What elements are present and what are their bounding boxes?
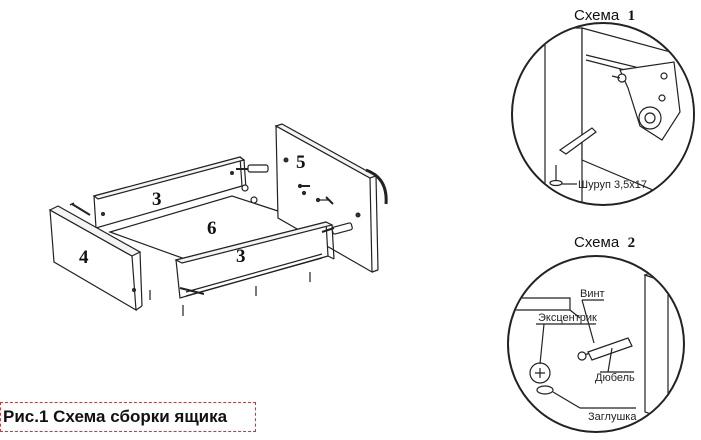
label-part-6: 6 xyxy=(207,218,217,239)
scheme-2-callout-screw: Винт xyxy=(580,288,605,300)
label-part-3-back: 3 xyxy=(152,189,162,210)
panel-5-right xyxy=(274,123,379,274)
scheme-2-callout-dowel: Дюбель xyxy=(595,372,635,384)
rotation-arrow xyxy=(365,168,388,205)
scheme-1-title: Схема 1 xyxy=(574,7,635,24)
drawer-exploded-view: 3 6 3 4 5 xyxy=(48,123,388,316)
figure-caption: Рис.1 Схема сборки ящика xyxy=(0,402,256,432)
scheme-2-title: Схема 2 xyxy=(574,234,635,251)
scheme-2-callout-eccentric: Эксцентрик xyxy=(538,312,597,324)
panel-3-front xyxy=(174,221,335,299)
label-part-4: 4 xyxy=(79,247,89,268)
scheme-1-callout-screw: Шуруп 3,5х17 xyxy=(578,179,647,191)
scheme-1: Схема 1 Шуруп 3,5х17 xyxy=(511,7,695,206)
scheme-2-callout-cap: Заглушка xyxy=(588,411,637,423)
scheme-2: Схема 2 Винт Эксцентрик Дюбель xyxy=(507,234,685,433)
panel-3-back xyxy=(92,156,247,229)
label-part-3-front: 3 xyxy=(236,246,246,267)
panel-4-front-facade xyxy=(48,205,143,312)
label-part-5: 5 xyxy=(296,152,306,173)
fasteners xyxy=(69,164,353,316)
